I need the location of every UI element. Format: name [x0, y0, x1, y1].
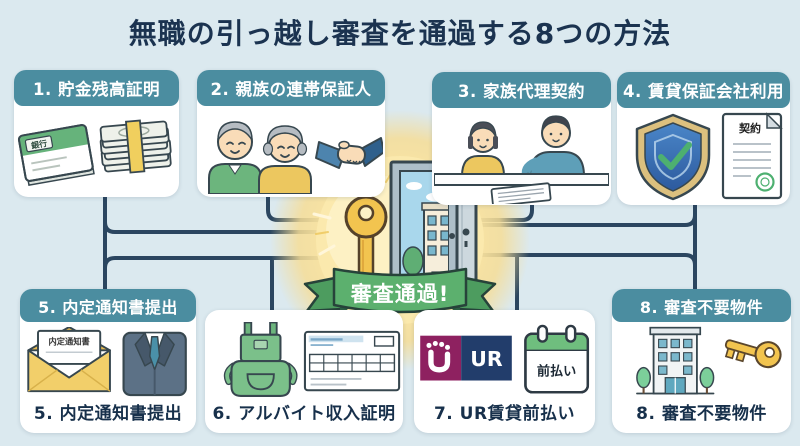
- card-3-icons: [434, 115, 609, 204]
- card-8-header: 8. 審査不要物件: [612, 289, 791, 322]
- card-8-icons: [636, 326, 782, 395]
- calendar-icon: 前払い: [524, 324, 590, 394]
- card-3-header: 3. 家族代理契約: [432, 72, 611, 108]
- method-card-2: 2. 親族の連帯保証人: [197, 70, 385, 197]
- card-6-caption: 6. アルバイト収入証明: [212, 404, 396, 424]
- method-card-8: 8. 審査不要物件: [612, 289, 791, 433]
- method-card-6: 6. アルバイト収入証明: [205, 310, 403, 433]
- card-4-icons: 契約: [635, 112, 783, 201]
- card-4-header: 4. 賃貸保証会社利用: [617, 72, 790, 108]
- cash-stack-icon: [99, 119, 172, 174]
- passbook-label: 銀行: [29, 138, 47, 151]
- apartment-building-icon: [636, 326, 715, 395]
- page-title: 無職の引っ越し審査を通過する8つの方法: [128, 17, 672, 50]
- card-1-icons: 銀行: [17, 119, 172, 187]
- ur-logo: UR: [420, 335, 512, 381]
- card-2-header: 2. 親族の連帯保証人: [197, 70, 385, 106]
- shield-check-icon: [635, 113, 711, 201]
- card-8-caption: 8. 審査不要物件: [636, 404, 767, 424]
- business-suit-icon: [122, 331, 187, 397]
- method-card-3: 3. 家族代理契約: [432, 72, 611, 205]
- method-card-7: UR 前払い 7. UR賃貸前払い: [414, 310, 595, 433]
- card-7-caption: 7. UR賃貸前払い: [433, 404, 576, 424]
- payslip-icon: [303, 330, 401, 392]
- method-card-5: 5. 内定通知書提出 内定通知書: [20, 289, 196, 433]
- offer-letter-envelope-icon: 内定通知書: [27, 327, 111, 393]
- card-1-header: 1. 貯金残高証明: [14, 70, 179, 106]
- method-card-4: 4. 賃貸保証会社利用 契約: [617, 72, 790, 205]
- contract-label: 契約: [738, 121, 761, 135]
- handshake-icon: [315, 137, 383, 169]
- family-signing-icon: [434, 115, 609, 204]
- offer-letter-label: 内定通知書: [48, 337, 89, 347]
- method-card-1: 1. 貯金残高証明 銀行: [14, 70, 179, 197]
- pass-banner: 審査通過!: [303, 267, 497, 316]
- bank-passbook-icon: 銀行: [17, 124, 95, 187]
- elderly-couple-icon: [208, 121, 312, 194]
- ur-logo-label: UR: [470, 347, 503, 371]
- contract-document-icon: 契約: [721, 112, 783, 200]
- card-7-icons: UR 前払い: [420, 324, 590, 394]
- card-5-header: 5. 内定通知書提出: [20, 289, 196, 322]
- pass-banner-label: 審査通過!: [350, 282, 450, 306]
- key-icon: [724, 339, 782, 369]
- card-5-caption: 5. 内定通知書提出: [33, 404, 183, 424]
- card-2-icons: [208, 121, 383, 194]
- card-5-icons: 内定通知書: [27, 327, 187, 397]
- card-6-icons: [223, 322, 401, 397]
- calendar-label: 前払い: [537, 363, 576, 380]
- apron-icon: [223, 322, 298, 397]
